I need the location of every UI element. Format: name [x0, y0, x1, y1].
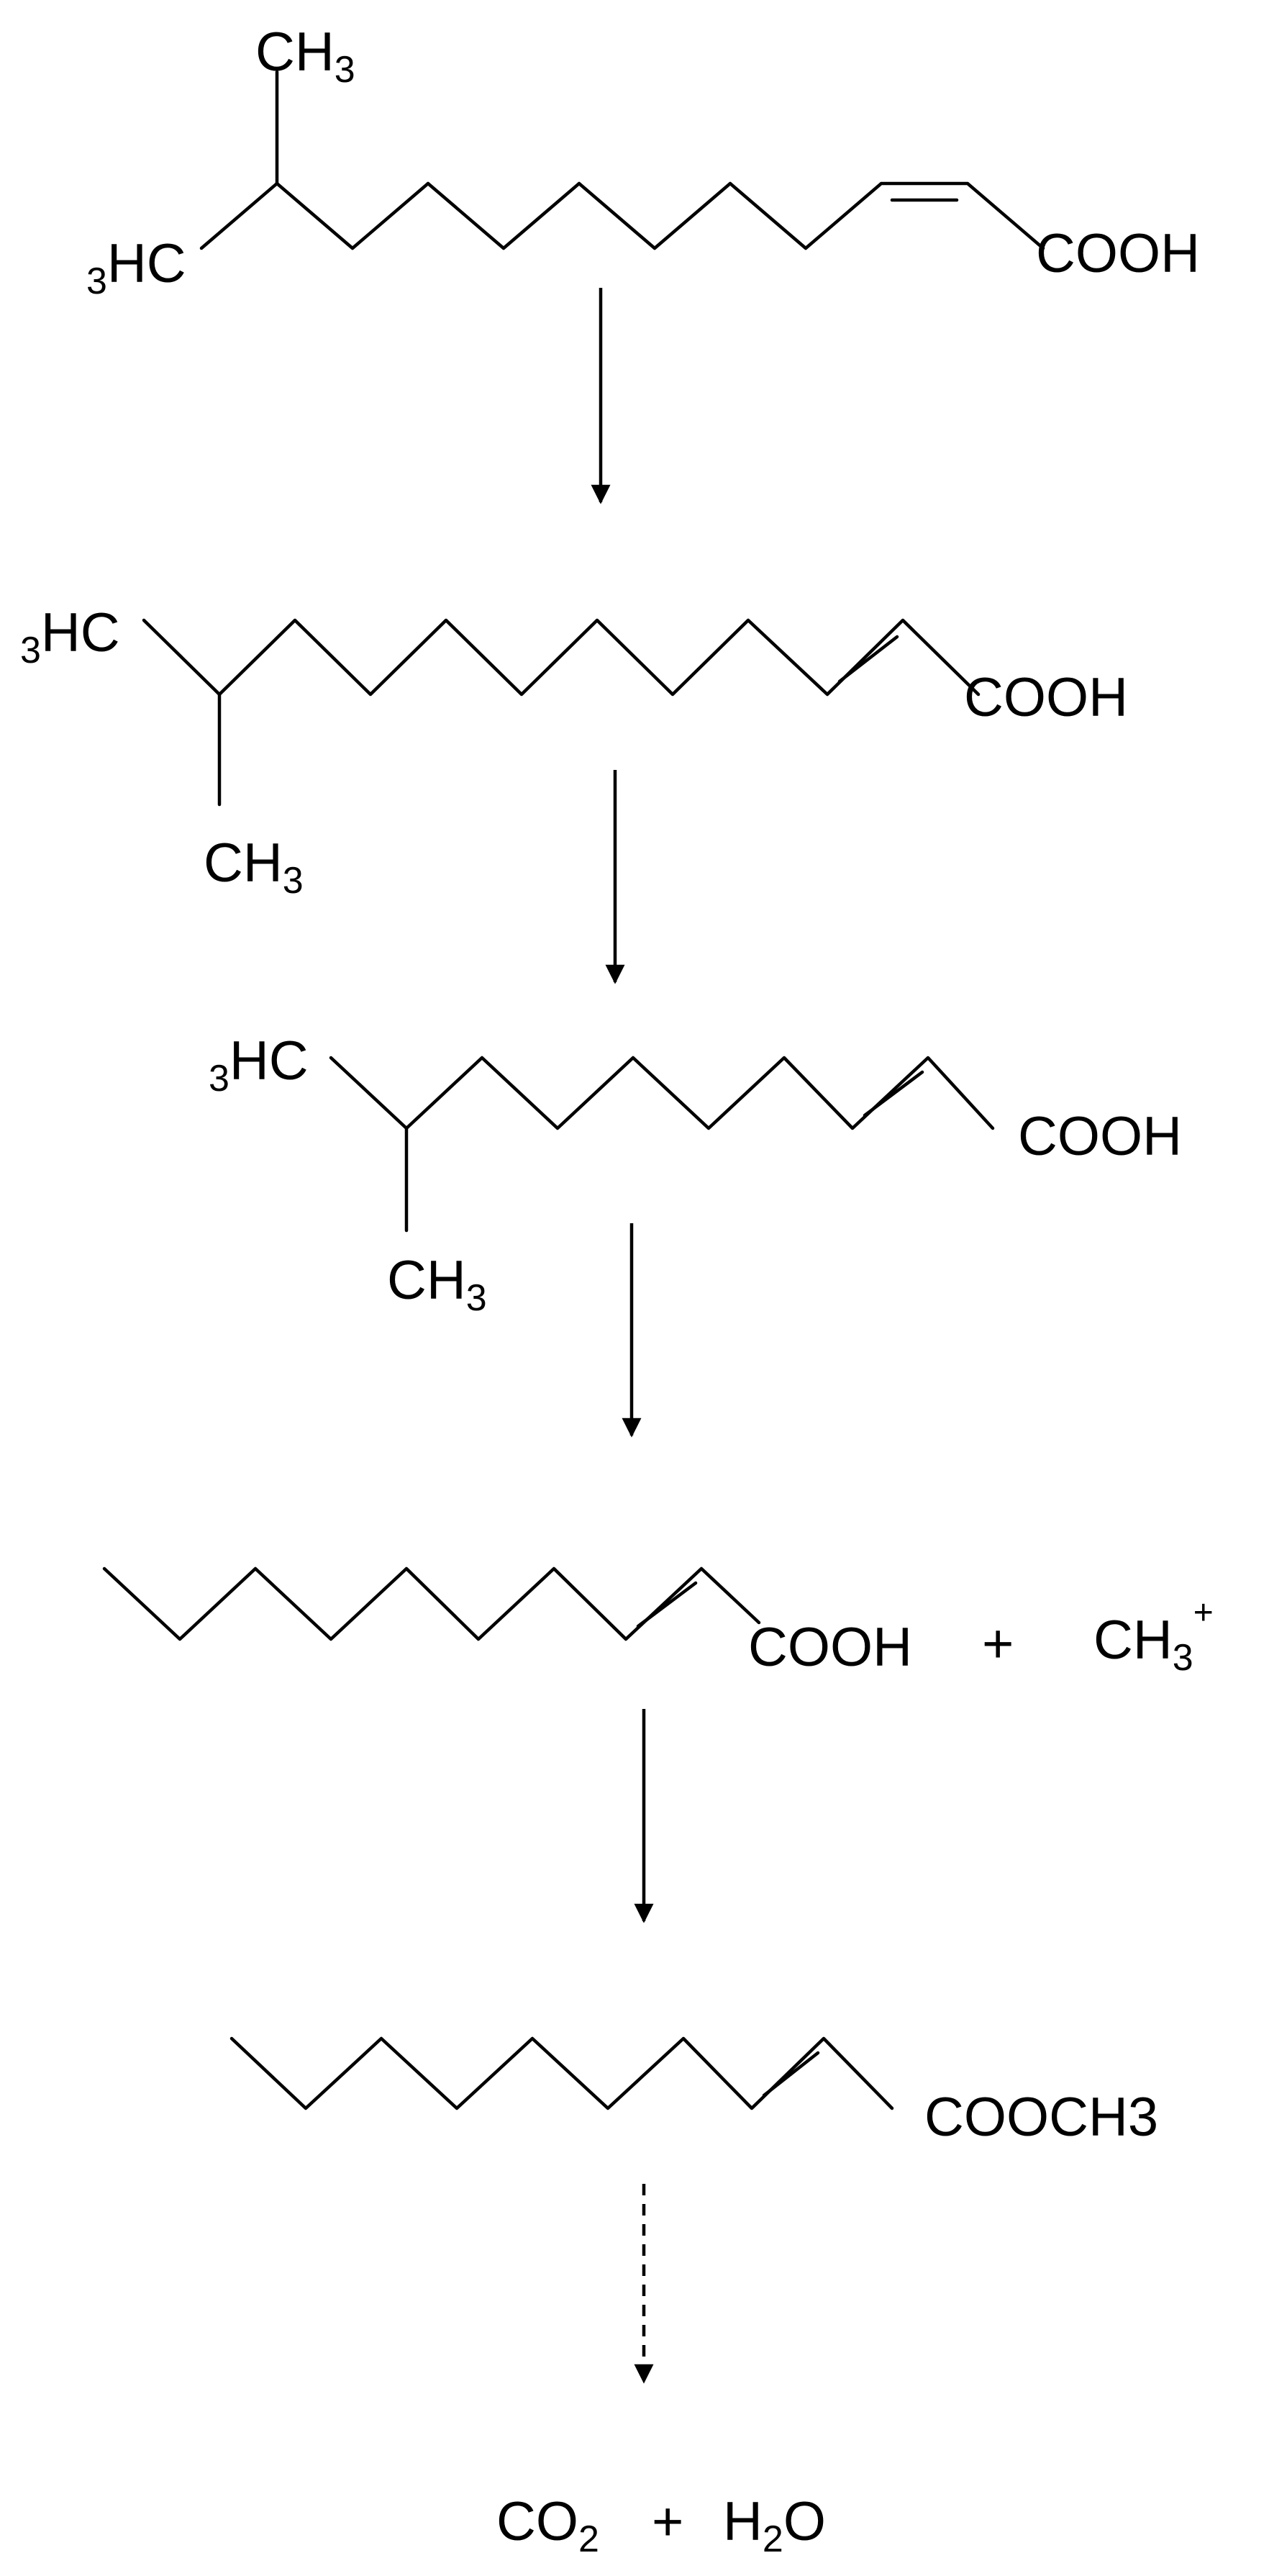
- molecule-2-ch3-bottom: CH3: [204, 833, 304, 902]
- h2o-formula: H2O: [723, 2491, 826, 2560]
- molecule-1: CH3 3HC COOH: [86, 22, 1200, 302]
- molecule-4-double-bond-inner: [636, 1581, 698, 1628]
- molecule-1-ch3-top: CH3: [255, 22, 355, 91]
- molecule-3-chain: [329, 1056, 995, 1130]
- co2-formula: CO2: [496, 2491, 599, 2560]
- molecule-3-ch3-bottom: CH3: [387, 1250, 487, 1319]
- molecule-3-h3c-left: 3HC: [209, 1030, 309, 1099]
- methyl-cation: CH3+: [1093, 1594, 1214, 1679]
- molecule-2-chain: [142, 618, 981, 697]
- molecule-2-double-bond-inner: [837, 635, 899, 684]
- molecule-2-h3c-left: 3HC: [20, 602, 120, 671]
- molecule-3-cooh: COOH: [1018, 1106, 1182, 1167]
- molecule-1-chain: [199, 181, 1045, 250]
- molecule-5: COOCH3: [229, 2036, 1158, 2148]
- molecule-4-cooh: COOH: [748, 1617, 912, 1678]
- molecule-1-cooh: COOH: [1036, 223, 1200, 284]
- products-plus: +: [652, 2491, 683, 2552]
- molecule-4-chain: [102, 1566, 761, 1641]
- molecule-1-h3c-left: 3HC: [86, 233, 186, 302]
- molecule-4: COOH + CH3+: [102, 1566, 1214, 1679]
- final-products: CO2 + H2O: [496, 2491, 826, 2560]
- molecule-5-chain: [229, 2036, 894, 2110]
- molecule-5-double-bond-inner: [762, 2051, 820, 2097]
- molecule-3: 3HC CH3 COOH: [209, 1030, 1182, 1319]
- molecule-3-double-bond-inner: [863, 1070, 924, 1117]
- molecule-5-cooch3: COOCH3: [924, 2087, 1158, 2148]
- molecule-4-plus: +: [982, 1613, 1014, 1674]
- molecule-2-cooh: COOH: [964, 667, 1128, 728]
- molecule-2: 3HC CH3 COOH: [20, 602, 1128, 902]
